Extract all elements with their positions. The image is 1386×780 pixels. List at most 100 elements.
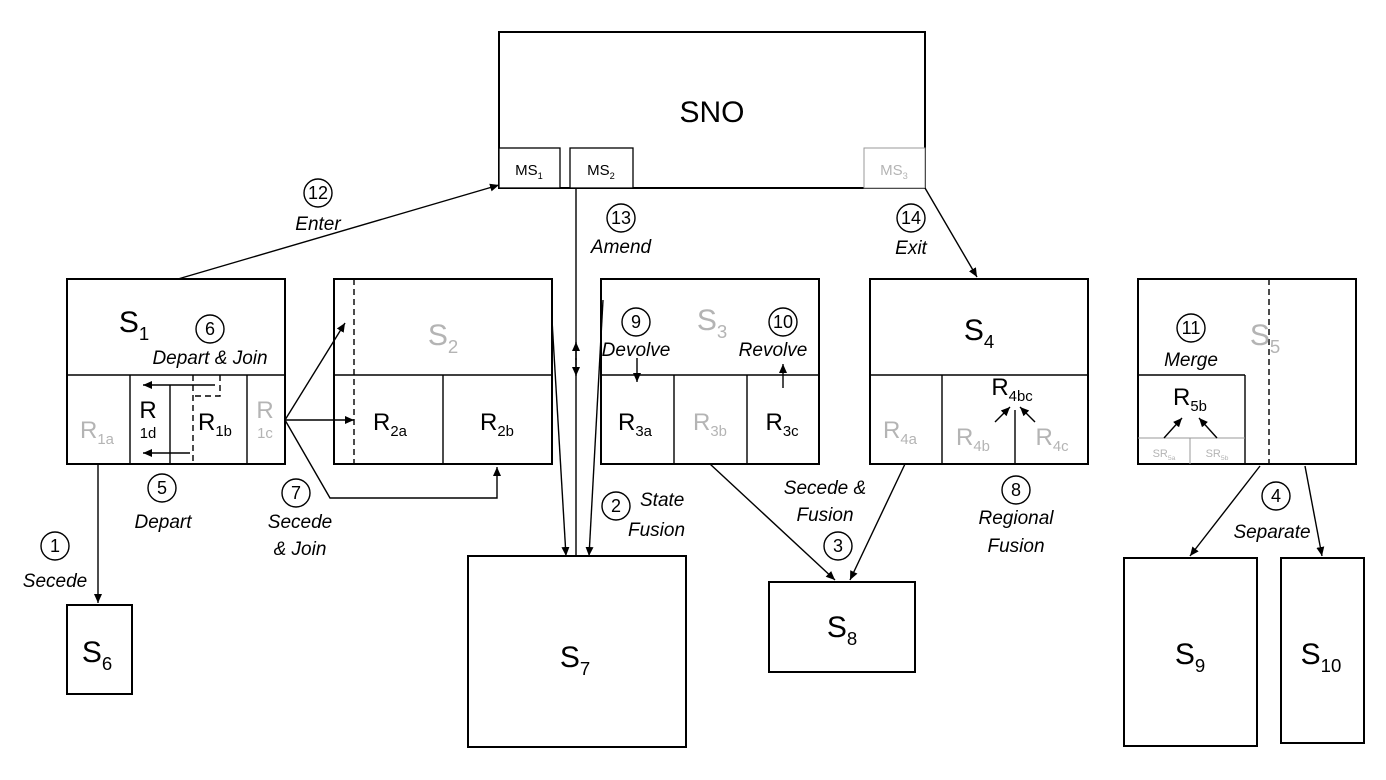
sno-title: SNO bbox=[679, 96, 744, 129]
svg-text:5: 5 bbox=[157, 478, 167, 498]
event-3: 3 Secede & Fusion bbox=[784, 478, 866, 561]
ms1-label: MS1 bbox=[515, 162, 543, 181]
state-s7: S7 bbox=[467, 555, 687, 748]
r1a-label: R1a bbox=[80, 417, 115, 448]
arrows bbox=[94, 183, 1325, 603]
r4c-label: R4c bbox=[1035, 424, 1069, 455]
s1-label: S1 bbox=[119, 306, 149, 344]
arrow-r4-s8 bbox=[849, 463, 906, 581]
svg-text:6: 6 bbox=[205, 319, 215, 339]
svg-text:Secede &: Secede & bbox=[784, 478, 866, 499]
svg-text:4: 4 bbox=[1271, 486, 1281, 506]
arrow-s3-s7 bbox=[585, 299, 604, 557]
svg-text:8: 8 bbox=[1011, 480, 1021, 500]
r5b-label: R5b bbox=[1173, 384, 1207, 415]
svg-text:Fusion: Fusion bbox=[796, 505, 853, 526]
arrow-join-s2 bbox=[284, 322, 346, 421]
svg-text:Merge: Merge bbox=[1164, 350, 1218, 371]
r1b-label: R1b bbox=[198, 409, 232, 440]
svg-text:& Join: & Join bbox=[274, 539, 327, 560]
s8-label: S8 bbox=[827, 611, 857, 649]
arrow-join-r2b bbox=[284, 419, 501, 499]
r4bc-label: R4bc bbox=[991, 374, 1033, 405]
svg-text:Separate: Separate bbox=[1233, 522, 1310, 543]
arrow-s5-s10 bbox=[1304, 465, 1325, 557]
svg-text:1: 1 bbox=[50, 536, 60, 556]
arrow-s2-s7 bbox=[551, 319, 570, 557]
svg-text:2: 2 bbox=[611, 496, 621, 516]
ms3-label: MS3 bbox=[880, 162, 908, 181]
r4b-label: R4b bbox=[956, 424, 990, 455]
svg-text:12: 12 bbox=[308, 183, 328, 203]
r2b-label: R2b bbox=[480, 409, 514, 440]
state-s6: S6 bbox=[66, 604, 133, 695]
svg-text:7: 7 bbox=[291, 483, 301, 503]
state-s10: S10 bbox=[1280, 557, 1365, 744]
svg-text:13: 13 bbox=[611, 208, 631, 228]
svg-text:Regional: Regional bbox=[979, 508, 1055, 529]
svg-text:Fusion: Fusion bbox=[987, 536, 1044, 557]
r3a-label: R3a bbox=[618, 409, 653, 440]
s9-label: S9 bbox=[1175, 638, 1205, 676]
svg-text:Amend: Amend bbox=[590, 237, 653, 258]
s10-label: S10 bbox=[1301, 638, 1342, 676]
svg-text:Revolve: Revolve bbox=[739, 340, 808, 361]
s5-label: S5 bbox=[1250, 319, 1280, 357]
state-s9: S9 bbox=[1123, 557, 1258, 747]
svg-text:Secede: Secede bbox=[268, 512, 332, 533]
svg-text:Fusion: Fusion bbox=[628, 520, 685, 541]
arrow-s5-s9 bbox=[1189, 465, 1261, 557]
state-s8: S8 bbox=[768, 581, 916, 673]
sno-box: SNO MS1 MS2 MS3 bbox=[498, 31, 926, 189]
sr5b-label: SR5b bbox=[1206, 448, 1229, 462]
svg-text:Secede: Secede bbox=[23, 571, 87, 592]
r3b-label: R3b bbox=[693, 409, 727, 440]
s6-label: S6 bbox=[82, 636, 112, 674]
state-s3: S3 R3a R3b R3c bbox=[600, 278, 820, 465]
svg-text:Devolve: Devolve bbox=[602, 340, 671, 361]
arrow-enter bbox=[177, 183, 500, 280]
svg-text:10: 10 bbox=[773, 312, 793, 332]
s7-label: S7 bbox=[560, 641, 590, 679]
ms2-label: MS2 bbox=[587, 162, 615, 181]
svg-text:11: 11 bbox=[1182, 318, 1201, 338]
arrow-exit bbox=[924, 187, 978, 278]
state-s2: S2 R2a R2b bbox=[333, 278, 553, 465]
r2a-label: R2a bbox=[373, 409, 408, 440]
r4a-label: R4a bbox=[883, 417, 918, 448]
s3-label: S3 bbox=[697, 304, 727, 342]
svg-text:Exit: Exit bbox=[895, 238, 927, 259]
svg-text:Depart & Join: Depart & Join bbox=[152, 348, 267, 369]
state-s5: S5 R5b SR5a SR5b bbox=[1137, 278, 1357, 465]
state-s4: S4 R4a R4bc R4b R4c bbox=[869, 278, 1089, 465]
arrow-r3-s8 bbox=[709, 463, 836, 581]
s2-label: S2 bbox=[428, 319, 458, 357]
svg-text:3: 3 bbox=[833, 536, 843, 556]
svg-text:14: 14 bbox=[901, 208, 921, 228]
svg-text:9: 9 bbox=[631, 312, 641, 332]
sr5a-label: SR5a bbox=[1153, 448, 1176, 462]
r3c-label: R3c bbox=[765, 409, 799, 440]
svg-text:Enter: Enter bbox=[295, 214, 341, 235]
s4-label: S4 bbox=[964, 314, 994, 352]
svg-text:Depart: Depart bbox=[134, 512, 192, 533]
svg-text:State: State bbox=[640, 490, 684, 511]
